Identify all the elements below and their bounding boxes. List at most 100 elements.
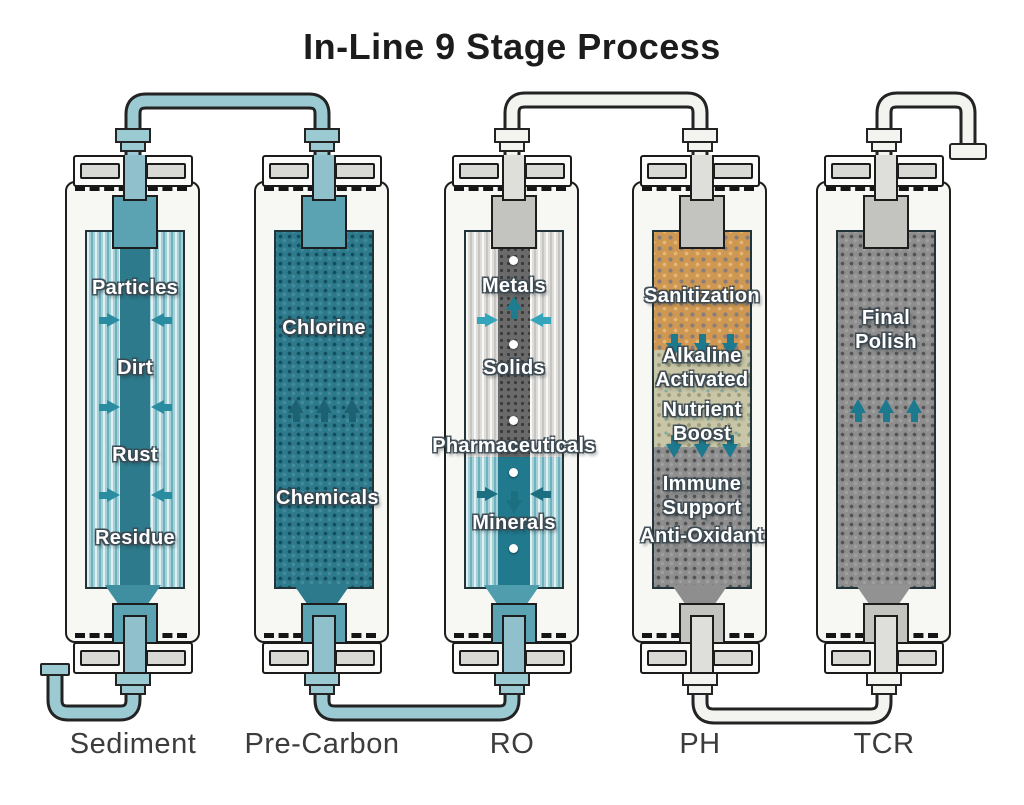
media-section-gray — [654, 447, 750, 587]
flow-arrow-up — [850, 399, 866, 422]
media-label: Metals — [481, 275, 547, 297]
diagram-title: In-Line 9 Stage Process — [303, 26, 721, 67]
cap-slot — [80, 650, 120, 666]
center-core-bottom — [498, 457, 530, 587]
stage-label-tcr: TCR — [853, 728, 915, 760]
port-tube-top — [690, 155, 714, 201]
cartridge-tcr: Final Polish — [816, 155, 952, 674]
stage-label-sediment: Sediment — [69, 728, 197, 760]
stage-label-ro: RO — [489, 728, 535, 760]
media-section-minerals — [654, 350, 750, 447]
media-label: Pharmaceuticals — [432, 435, 596, 457]
flow-arrow-right — [99, 488, 120, 502]
port-tube-top — [502, 155, 526, 201]
pipe-ro-to-ph — [506, 94, 706, 156]
cartridge-sediment: Particles Dirt Rust Residue — [65, 155, 201, 674]
media-label: Rust — [112, 444, 158, 466]
pipe-ph-to-tcr — [694, 684, 890, 722]
cap-slot — [897, 650, 937, 666]
flow-arrow-down — [666, 334, 682, 357]
flow-arrow-left — [530, 313, 551, 327]
media-label: Chlorine — [282, 317, 366, 339]
port-tube-bottom — [690, 615, 714, 672]
port-bell-top — [112, 195, 158, 249]
flow-arrow-down — [722, 435, 738, 458]
filter-media-tcr: Final Polish — [836, 230, 936, 589]
media-label: Solids — [483, 357, 545, 379]
flow-arrow-right — [99, 313, 120, 327]
pipe-sediment-to-precarbon — [127, 95, 328, 156]
stage-label-precarbon: Pre-Carbon — [244, 728, 400, 760]
port-tube-bottom — [874, 615, 898, 672]
media-label: Particles — [91, 277, 179, 299]
port-tube-top — [312, 155, 336, 201]
cap-slot — [713, 650, 753, 666]
pipe-precarbon-to-ro — [316, 684, 518, 719]
water-dot — [509, 544, 518, 553]
flow-arrow-left — [151, 313, 172, 327]
cap-slot — [897, 163, 937, 179]
media-label: Dirt — [117, 357, 153, 379]
filter-media-ro: Metals Solids Pharmaceuticals Minerals — [432, 230, 595, 589]
filter-media-precarbon: Chlorine Chemicals — [274, 230, 379, 589]
flow-arrow-down — [722, 334, 738, 357]
flow-arrow-down — [506, 491, 522, 514]
flow-arrow-left — [151, 488, 172, 502]
media-label: Alkaline Activated — [655, 345, 749, 391]
cap-slot — [335, 163, 375, 179]
water-dot — [509, 340, 518, 349]
inlet-pipe — [49, 674, 139, 719]
flow-arrow-left — [530, 487, 551, 501]
water-dot — [509, 256, 518, 265]
media-label: Sanitization — [644, 285, 760, 307]
cap-slot — [459, 163, 499, 179]
filter-media-sediment: Particles Dirt Rust Residue — [85, 230, 185, 589]
cap-slot — [647, 650, 687, 666]
flow-arrow-up — [316, 399, 332, 422]
media-label: Final Polish — [855, 307, 917, 353]
cap-slot — [525, 650, 565, 666]
faucet-spout — [949, 143, 987, 160]
flow-arrow-down — [666, 435, 682, 458]
cap-slot — [146, 163, 186, 179]
cap-slot — [146, 650, 186, 666]
flow-arrow-down — [694, 435, 710, 458]
flow-arrow-up — [506, 296, 522, 319]
media-label: Minerals — [472, 512, 556, 534]
cap-slot — [647, 163, 687, 179]
media-label: Nutrient Boost — [662, 399, 742, 445]
port-tube-top — [123, 155, 147, 201]
cap-slot — [831, 163, 871, 179]
port-bell-top — [679, 195, 725, 249]
cap-slot — [335, 650, 375, 666]
cap-slot — [525, 163, 565, 179]
cartridge-ro: Metals Solids Pharmaceuticals Minerals — [432, 155, 595, 674]
center-core — [120, 232, 150, 587]
port-bell-top — [863, 195, 909, 249]
cap-slot — [459, 650, 499, 666]
flow-arrow-up — [288, 399, 304, 422]
flow-arrow-up — [878, 399, 894, 422]
port-tube-bottom — [502, 615, 526, 672]
flow-arrow-left — [151, 400, 172, 414]
media-label: Residue — [95, 527, 175, 549]
stage-label-ph: PH — [679, 728, 721, 760]
cap-slot — [831, 650, 871, 666]
flow-arrow-right — [477, 313, 498, 327]
cartridge-precarbon: Chlorine Chemicals — [254, 155, 390, 674]
filter-media-ph: Sanitization Alkaline Activated Nutrient… — [640, 230, 763, 589]
cartridge-ph: Sanitization Alkaline Activated Nutrient… — [632, 155, 768, 674]
cap-slot — [713, 163, 753, 179]
flow-arrow-right — [477, 487, 498, 501]
media-label: Immune Support — [662, 473, 742, 519]
flow-arrow-down — [694, 334, 710, 357]
port-tube-top — [874, 155, 898, 201]
media-section-sanitization — [654, 232, 750, 350]
outlet-faucet-pipe — [878, 94, 974, 156]
cap-slot — [269, 163, 309, 179]
media-label: Chemicals — [276, 487, 379, 509]
cap-slot — [269, 650, 309, 666]
water-dot — [509, 468, 518, 477]
flow-arrow-up — [906, 399, 922, 422]
